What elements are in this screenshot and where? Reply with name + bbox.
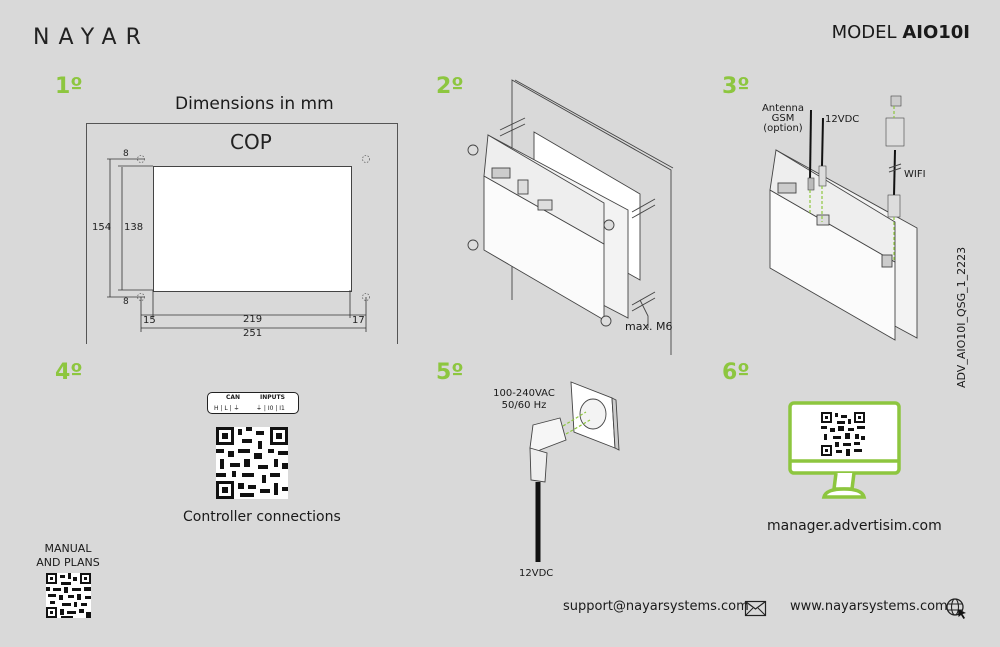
power-label: 12VDC [825, 114, 860, 125]
controller-qr-code[interactable] [216, 427, 288, 499]
manual-label: MANUAL AND PLANS [30, 542, 106, 570]
can-label: CAN [226, 394, 241, 401]
model-name: AIO10I [902, 22, 970, 43]
manager-url[interactable]: manager.advertisim.com [767, 518, 942, 534]
support-email[interactable]: support@nayarsystems.com [563, 599, 749, 614]
power-input-label: 100-240VAC 50/60 Hz [493, 388, 555, 412]
step-4-number: 4º [55, 360, 83, 385]
cop-label: COP [230, 130, 272, 154]
step-3-number: 3º [722, 74, 750, 99]
input-frequency: 50/60 Hz [501, 400, 547, 411]
antenna-label: Antenna GSM (option) [760, 104, 806, 134]
connector-diagram: CAN INPUTS H | L | ⏚ ⏚ | I0 | I1 [207, 392, 299, 414]
cutout-rectangle [153, 166, 352, 292]
brand-logo: NAYAR [33, 25, 150, 50]
antenna-label-line1: Antenna [761, 103, 805, 114]
step-5-number: 5º [436, 360, 464, 385]
dim-total-width: 251 [243, 328, 263, 339]
antenna-label-line2: GSM [771, 113, 795, 124]
globe-cursor-icon[interactable] [946, 598, 968, 620]
inputs-label: INPUTS [260, 394, 285, 401]
dim-inner-height: 138 [124, 222, 144, 233]
envelope-icon[interactable] [744, 600, 767, 617]
antenna-label-line3: (option) [763, 123, 803, 134]
dim-right-offset: 17 [352, 315, 365, 326]
dim-outer-height: 154 [92, 222, 112, 233]
wifi-label: WIFI [904, 169, 926, 180]
dim-top-offset: 8 [123, 149, 129, 159]
model-prefix: MODEL [831, 22, 897, 43]
step-2-number: 2º [436, 74, 464, 99]
manual-label-line2: AND PLANS [36, 556, 100, 569]
can-pins: H | L | ⏚ [214, 405, 240, 412]
input-voltage: 100-240VAC [493, 388, 555, 399]
manual-label-line1: MANUAL [44, 542, 92, 555]
controller-connections-caption: Controller connections [183, 509, 341, 525]
output-voltage-label: 12VDC [519, 568, 554, 579]
dim-bottom-offset: 8 [123, 297, 129, 307]
dim-left-offset: 15 [143, 315, 156, 326]
step-6-number: 6º [722, 360, 750, 385]
manual-qr-code[interactable] [46, 573, 91, 618]
manager-qr-code[interactable] [821, 412, 865, 456]
max-m6-callout: max. M6 [625, 320, 673, 333]
step-1-title: Dimensions in mm [175, 94, 334, 114]
dim-cutout-width: 219 [243, 314, 263, 325]
model-title: MODEL AIO10I [832, 22, 970, 43]
website-link[interactable]: www.nayarsystems.com [790, 599, 948, 614]
input-pins: ⏚ | I0 | I1 [256, 405, 285, 412]
step-1-number: 1º [55, 74, 83, 99]
